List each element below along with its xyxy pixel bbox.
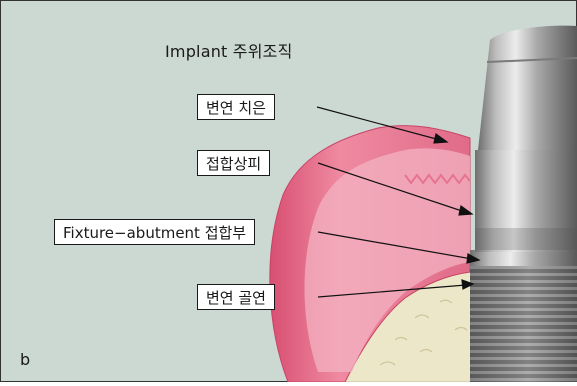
fixture-shading xyxy=(470,262,577,382)
fixture-collar xyxy=(470,250,577,266)
panel-letter: b xyxy=(20,350,30,369)
abutment-head xyxy=(478,26,577,150)
label-junctional-epithelium: 접합상피 xyxy=(197,150,270,176)
label-marginal-gingiva: 변연 치은 xyxy=(197,94,275,120)
figure-title: Implant 주위조직 xyxy=(165,38,293,62)
abutment-shadow xyxy=(475,228,577,250)
label-fixture-abutment-junction: Fixture−abutment 접합부 xyxy=(54,219,255,245)
label-marginal-bone: 변연 골연 xyxy=(197,284,275,310)
